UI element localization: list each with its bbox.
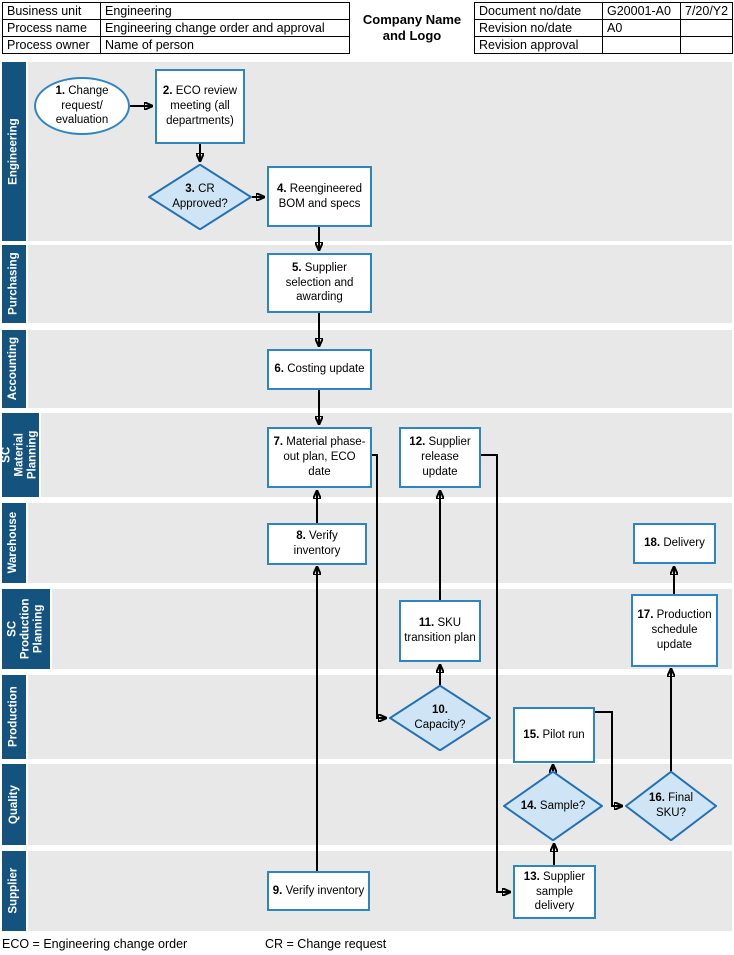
flow-node-12-supplier-release-update: 12. Supplier release update [399,427,481,488]
flow-node-18-delivery: 18. Delivery [633,523,716,564]
flow-node-11-sku-transition-plan: 11. SKU transition plan [399,600,481,662]
lane-label: SC Production Planning [6,598,45,660]
lane-body-engineering [28,62,732,241]
flow-node-3-cr-approved: 3. CR Approved? [148,164,252,230]
header-info-table: Business unit Engineering Process name E… [2,2,350,54]
node-label: 10. Capacity? [414,704,466,731]
lane-body-accounting [28,330,732,408]
header-value [680,19,733,37]
header-value [602,36,681,54]
lane-bar-supplier: Supplier [2,851,26,931]
node-label: 12. Supplier release update [409,436,471,478]
lane-body-sc-production-planning [52,589,732,669]
company-name-logo: Company Name and Logo [362,11,462,43]
diamond-shape [625,771,717,841]
header-value: G20001-A0 [602,2,681,20]
lane-label: Purchasing [7,252,20,316]
lane-label: Warehouse [7,512,20,574]
node-label: 7. Material phase-out plan, ECO date [273,436,366,478]
flow-node-7-material-phase-out: 7. Material phase-out plan, ECO date [267,427,372,488]
node-label: 2. ECO review meeting (all departments) [162,85,238,127]
flow-node-16-final-sku: 16. Final SKU? [625,771,717,841]
node-label: 16. Final SKU? [648,792,694,819]
lane-bar-warehouse: Warehouse [2,503,26,583]
node-label: 13. Supplier sample delivery [523,870,586,913]
lane-label: Production [7,686,20,748]
node-label: 4. Reengineered BOM and specs [276,182,363,210]
header-label: Process owner [2,36,101,54]
lane-bar-sc-material-planning: SC Material Planning [2,413,39,497]
node-label: 3. CR Approved? [172,183,228,210]
flow-node-14-sample: 14. Sample? [503,771,603,841]
node-label: 11. SKU transition plan [404,617,476,644]
flow-node-2-eco-review-meeting: 2. ECO review meeting (all departments) [155,69,245,144]
header-value [680,36,733,54]
header-label: Revision approval [474,36,603,54]
lane-label: Supplier [7,867,20,915]
header-value: Engineering change order and approval [100,19,350,37]
lane-label: Quality [7,785,20,824]
lane-body-supplier [28,851,732,931]
node-label: 6. Costing update [274,363,365,376]
header-value: A0 [602,19,681,37]
node-label: 1. Change request/ evaluation [55,84,109,127]
header-label: Process name [2,19,101,37]
lane-bar-accounting: Accounting [2,330,26,408]
header-value: Name of person [100,36,350,54]
lane-body-production [28,675,732,759]
flow-node-10-capacity: 10. Capacity? [389,685,491,751]
node-label: 5. Supplier selection and awarding [285,261,354,304]
diamond-shape [389,685,491,751]
flow-node-15-pilot-run: 15. Pilot run [513,707,595,763]
lane-bar-engineering: Engineering [2,62,26,241]
lane-body-purchasing [28,245,732,323]
flow-node-5-supplier-selection: 5. Supplier selection and awarding [267,253,372,313]
document-info-table: Document no/date G20001-A0 7/20/Y2 Revis… [474,2,733,54]
lane-body-sc-material-planning [41,413,732,497]
diamond-shape [148,164,252,230]
node-label: 17. Production schedule update [637,609,712,651]
node-label: 14. Sample? [520,799,586,812]
lane-label: Accounting [7,337,20,401]
legend-cr: CR = Change request [265,937,387,951]
flow-node-4-reengineered-bom: 4. Reengineered BOM and specs [267,166,372,227]
lane-bar-sc-production-planning: SC Production Planning [2,589,50,669]
lane-label: SC Material Planning [2,430,39,480]
header-label: Document no/date [474,2,603,20]
flow-node-1-change-request: 1. Change request/ evaluation [34,77,130,135]
lane-bar-purchasing: Purchasing [2,245,26,323]
lane-bar-production: Production [2,675,26,759]
flow-node-17-production-schedule-update: 17. Production schedule update [631,594,718,667]
node-label: 18. Delivery [644,537,705,550]
header-value: Engineering [100,2,350,20]
lane-label: Engineering [7,118,20,185]
flow-node-8-verify-inventory: 8. Verify inventory [267,523,367,565]
legend-eco: ECO = Engineering change order [2,937,188,951]
header-label: Business unit [2,2,101,20]
header-label: Revision no/date [474,19,603,37]
flow-node-9-verify-inventory: 9. Verify inventory [267,871,370,911]
header-value: 7/20/Y2 [680,2,733,20]
flow-node-13-supplier-sample-delivery: 13. Supplier sample delivery [513,865,596,919]
node-label: 15. Pilot run [523,728,585,741]
lane-body-warehouse [28,503,732,583]
node-label: 9. Verify inventory [272,884,365,897]
lane-bar-quality: Quality [2,764,26,845]
node-label: 8. Verify inventory [293,530,341,557]
flow-node-6-costing-update: 6. Costing update [267,349,372,390]
diamond-shape [503,771,603,841]
